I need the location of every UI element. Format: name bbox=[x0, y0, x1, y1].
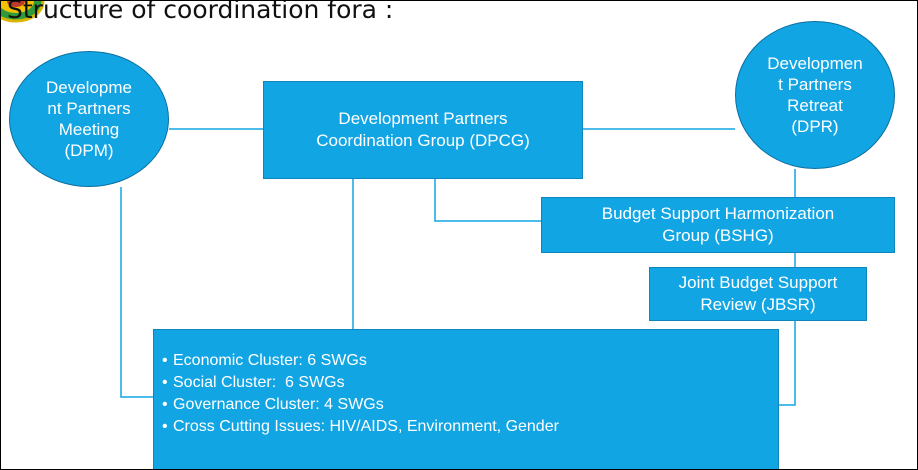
cluster-item-label: Governance Cluster: 4 SWGs bbox=[173, 396, 384, 413]
connector-dpcg-bshg bbox=[434, 179, 541, 222]
cluster-item-cross-cutting: •Cross Cutting Issues: HIV/AIDS, Environ… bbox=[162, 418, 559, 435]
cluster-item-economic: •Economic Cluster: 6 SWGs bbox=[162, 352, 367, 369]
bshg-line-1: Budget Support Harmonization bbox=[601, 204, 835, 223]
cluster-item-social: •Social Cluster: 6 SWGs bbox=[162, 374, 345, 391]
clusters-list: •Economic Cluster: 6 SWGs •Social Cluste… bbox=[162, 350, 778, 438]
bshg-node: Budget Support Harmonization Group (BSHG… bbox=[541, 197, 895, 253]
dpcg-line-2: Coordination Group (DPCG) bbox=[316, 131, 530, 150]
page-title: Structure of coordination fora : bbox=[7, 0, 394, 24]
dpm-line-3: Meeting bbox=[58, 120, 120, 139]
dpm-node: Developme nt Partners Meeting (DPM) bbox=[9, 51, 169, 187]
jbsr-node: Joint Budget Support Review (JBSR) bbox=[649, 267, 867, 321]
connector-dpm-clusters bbox=[120, 187, 153, 398]
emblem-icon bbox=[1, 1, 45, 23]
jbsr-line-2: Review (JBSR) bbox=[700, 295, 816, 314]
cluster-item-label: Social Cluster: 6 SWGs bbox=[173, 374, 345, 391]
dpm-line-4: (DPM) bbox=[64, 141, 114, 160]
dpcg-node: Development Partners Coordination Group … bbox=[263, 81, 583, 179]
jbsr-line-1: Joint Budget Support bbox=[678, 273, 838, 292]
dpm-line-1: Developme bbox=[46, 78, 132, 97]
dpr-node: Developmen t Partners Retreat (DPR) bbox=[735, 21, 895, 169]
dpr-line-3: Retreat bbox=[787, 96, 843, 115]
clusters-box: •Economic Cluster: 6 SWGs •Social Cluste… bbox=[153, 329, 779, 469]
cluster-item-label: Economic Cluster: 6 SWGs bbox=[173, 352, 367, 369]
cluster-item-label: Cross Cutting Issues: HIV/AIDS, Environm… bbox=[173, 418, 559, 435]
dpr-line-1: Developmen bbox=[767, 54, 863, 73]
dpcg-line-1: Development Partners bbox=[338, 109, 508, 128]
dpm-line-2: nt Partners bbox=[47, 99, 131, 118]
dpr-line-4: (DPR) bbox=[791, 117, 839, 136]
bshg-line-2: Group (BSHG) bbox=[662, 226, 774, 245]
cluster-item-governance: •Governance Cluster: 4 SWGs bbox=[162, 396, 384, 413]
dpr-line-2: t Partners bbox=[778, 75, 852, 94]
